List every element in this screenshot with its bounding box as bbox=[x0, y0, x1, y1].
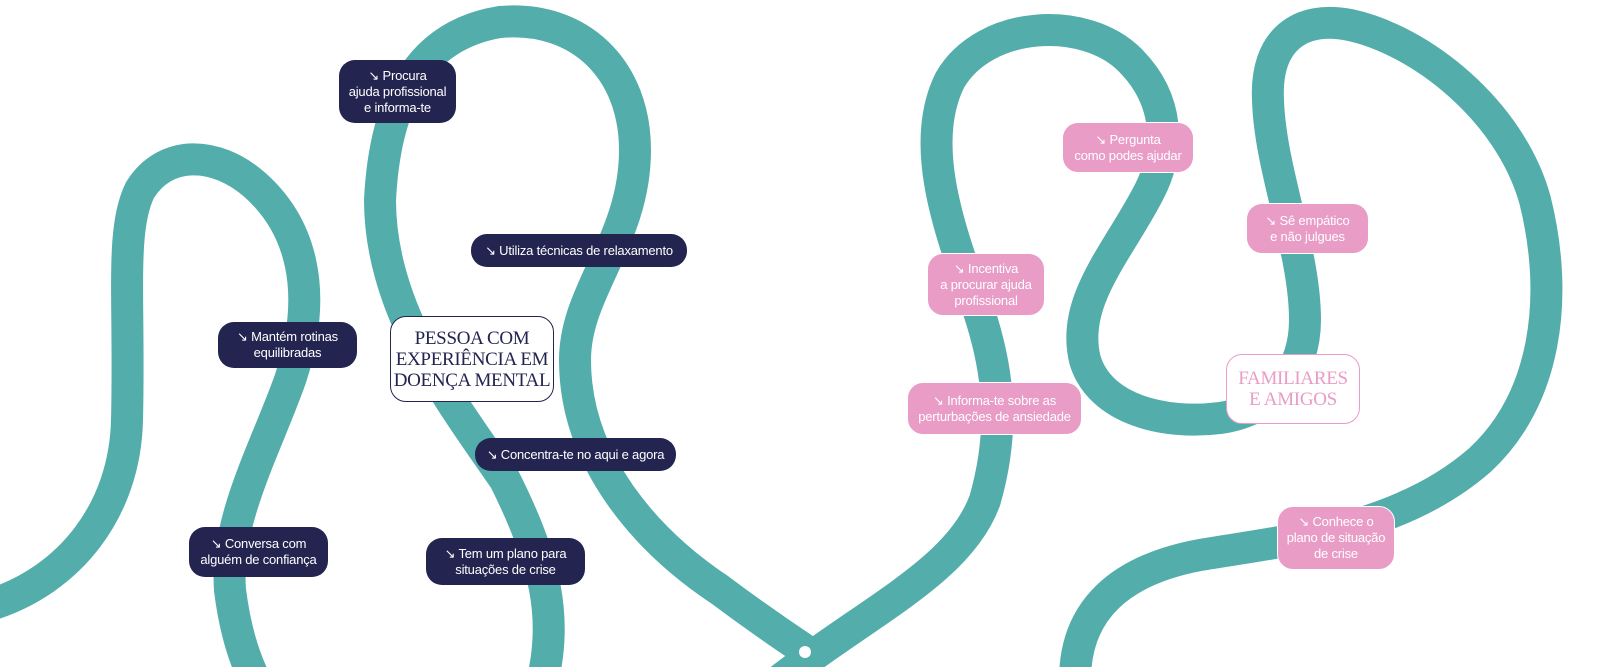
family-group-title-text: FAMILIARES E AMIGOS bbox=[1238, 368, 1348, 410]
tip-relaxation-techniques-text: ↘ Utiliza técnicas de relaxamento bbox=[485, 242, 673, 258]
person-group-title: PESSOA COM EXPERIÊNCIA EM DOENÇA MENTAL bbox=[390, 316, 554, 402]
tip-learn-about-anxiety-text: ↘ Informa-te sobre as perturbações de an… bbox=[918, 392, 1071, 424]
tip-know-crisis-plan-text: ↘ Conhece o plano de situação de crise bbox=[1286, 514, 1386, 561]
tip-relaxation-techniques: ↘ Utiliza técnicas de relaxamento bbox=[471, 234, 687, 267]
tip-balanced-routines: ↘ Mantém rotinas equilibradas bbox=[218, 322, 357, 368]
family-group-title: FAMILIARES E AMIGOS bbox=[1226, 354, 1360, 424]
tip-encourage-professional-help-text: ↘ Incentiva a procurar ajuda profissiona… bbox=[940, 260, 1032, 308]
tip-encourage-professional-help: ↘ Incentiva a procurar ajuda profissiona… bbox=[927, 253, 1045, 316]
tip-learn-about-anxiety: ↘ Informa-te sobre as perturbações de an… bbox=[907, 382, 1082, 435]
tip-crisis-plan: ↘ Tem um plano para situações de crise bbox=[426, 538, 585, 585]
tip-talk-to-trusted-person: ↘ Conversa com alguém de confiança bbox=[189, 527, 328, 577]
tip-be-empathetic: ↘ Sê empático e não julgues bbox=[1246, 203, 1369, 254]
tip-ask-how-to-help-text: ↘ Pergunta como podes ajudar bbox=[1074, 131, 1182, 163]
tip-crisis-plan-text: ↘ Tem um plano para situações de crise bbox=[444, 545, 567, 577]
tip-focus-here-and-now-text: ↘ Concentra-te no aqui e agora bbox=[486, 446, 665, 462]
tip-seek-professional-help: ↘ Procura ajuda profissional e informa-t… bbox=[339, 60, 456, 123]
right-winding-path bbox=[770, 6, 1563, 667]
tip-seek-professional-help-text: ↘ Procura ajuda profissional e informa-t… bbox=[348, 67, 447, 115]
tip-ask-how-to-help: ↘ Pergunta como podes ajudar bbox=[1062, 122, 1194, 173]
tip-talk-to-trusted-person-text: ↘ Conversa com alguém de confiança bbox=[200, 536, 317, 567]
left-winding-path bbox=[0, 143, 321, 667]
tip-be-empathetic-text: ↘ Sê empático e não julgues bbox=[1265, 212, 1350, 244]
person-group-title-text: PESSOA COM EXPERIÊNCIA EM DOENÇA MENTAL bbox=[393, 327, 551, 391]
tip-balanced-routines-text: ↘ Mantém rotinas equilibradas bbox=[237, 329, 338, 360]
tip-know-crisis-plan: ↘ Conhece o plano de situação de crise bbox=[1277, 506, 1395, 570]
path-end-dot bbox=[799, 646, 811, 658]
tip-focus-here-and-now: ↘ Concentra-te no aqui e agora bbox=[475, 438, 676, 471]
